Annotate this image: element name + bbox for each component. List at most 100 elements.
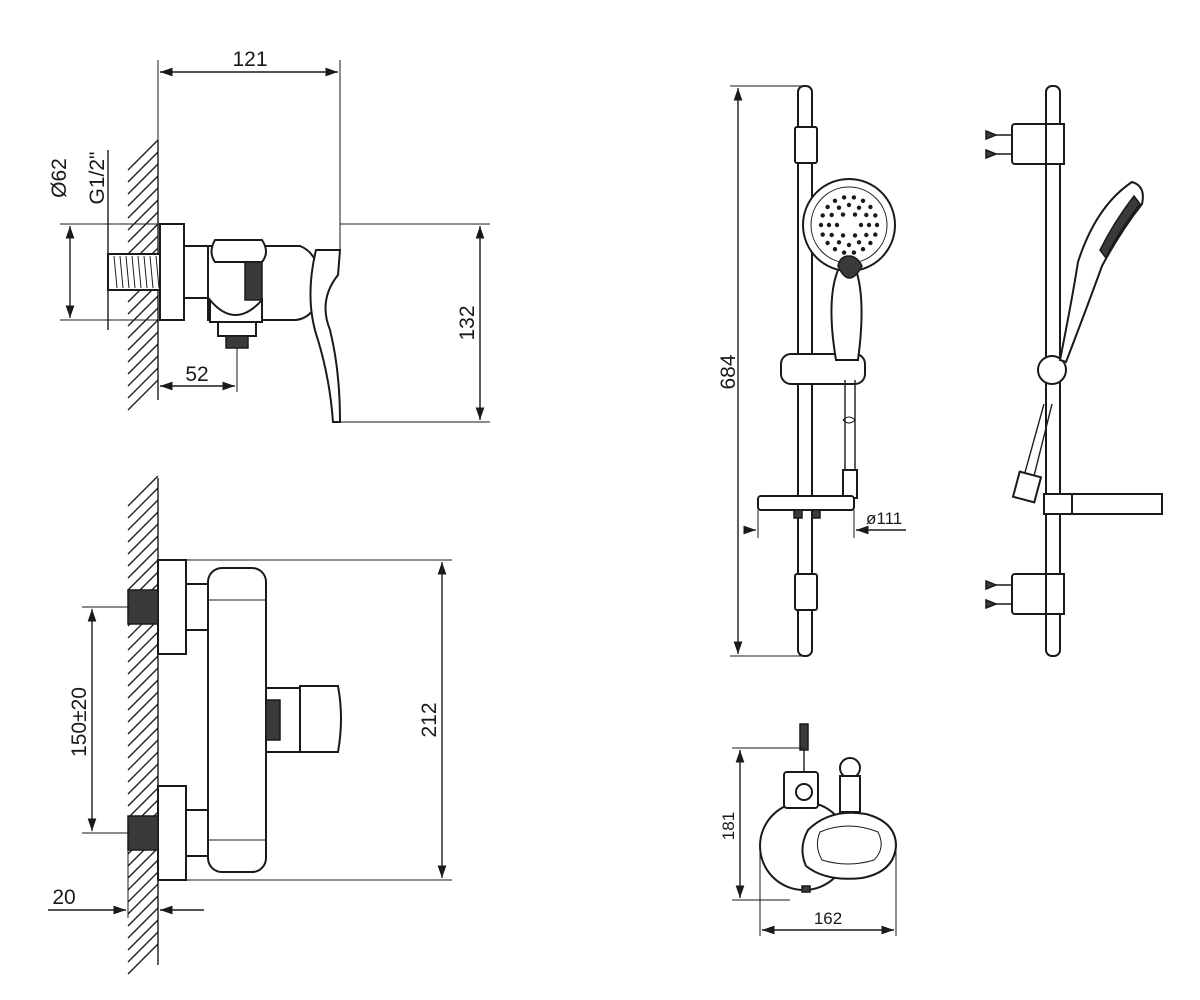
dim-rail-height: 684 [717,354,740,389]
hand-shower [802,178,896,361]
wall-hatch-line [127,367,159,399]
slider-holder [780,353,866,385]
nozzle-dot [820,213,825,218]
wall-hatch-line [127,151,159,183]
wall-hatch-line [127,643,159,675]
wall-hatch-line [127,139,159,171]
nozzle-dot [836,205,842,210]
outlet-thread [225,335,249,349]
dim-inlet-centers: 150±20 [68,687,91,757]
wall-hatch-line [127,907,159,939]
nozzle-dot [836,240,842,245]
wall-hatch-line [127,631,159,663]
nozzle-dot [860,198,866,203]
dim-mixer-height: 132 [456,305,479,340]
mounting-nut [183,245,209,299]
nozzle-dot [832,247,838,252]
nozzle-dot [868,204,873,210]
wall-hatch-line [127,667,159,699]
wall-hatch-line [127,211,159,243]
nozzle-dot [866,222,872,228]
mixer-lever [309,249,342,423]
upper-wall-bracket [794,126,818,164]
wall-hatch-line [127,295,159,327]
wall-section-bottom [127,475,159,975]
nozzle-dot [873,213,878,218]
dim-front-height: 212 [418,702,441,737]
wall-hatch-line [127,535,159,567]
wall-hatch-line [127,931,159,963]
nozzle-dot [868,240,873,246]
wall-hatch-line [127,319,159,351]
nozzle-dot [841,195,847,200]
wall-hatch-line [127,163,159,195]
nozzle-dot [846,202,852,208]
thread-line [143,255,148,289]
wall-hatch-line [127,871,159,903]
wall-hatch-line [127,343,159,375]
dim-escutcheon-diameter: Ø62 [48,158,71,198]
wall-hatch-line [127,331,159,363]
mixer-side-view: 121 Ø62 G1/2" 132 52 [48,48,490,423]
wall-hatch-line [127,715,159,747]
thread-line [119,255,124,289]
wall-hatch-line [127,727,159,759]
shower-set-front-view: 684 ø111 [717,85,906,657]
wall-hatch-line [127,919,159,951]
soap-dish [757,495,855,511]
nozzle-dot [856,240,862,245]
thread-line [125,255,130,289]
wall-hatch-line [127,655,159,687]
mixer-front-view: 150±20 212 20 [48,475,452,975]
nozzle-dot [846,242,852,248]
wall-hatch-line [127,847,159,879]
wall-hatch-line [127,679,159,711]
lower-nut [185,809,209,857]
dim-top-depth: 181 [719,812,738,840]
thread-line [113,255,118,289]
nozzle-dot [825,240,830,246]
dim-top-width: 162 [814,909,842,928]
dim-wall-depth: 20 [52,886,75,909]
thread-line [149,255,154,289]
nozzle-dot [841,250,847,255]
wall-hatch-line [127,775,159,807]
nozzle-dot [874,222,880,228]
upper-escutcheon [157,559,187,655]
wall-hatch-line [127,883,159,915]
nozzle-dot [826,222,832,228]
nozzle-dot [820,232,825,237]
wall-hatch-line [127,487,159,519]
nozzle-dot [832,198,838,203]
nozzle-dot [852,233,858,238]
nozzle-dot [840,212,846,217]
upper-nut [185,583,209,631]
nozzle-dot [834,222,840,228]
shower-set-top-view: 181 162 [719,723,898,936]
thread-line [131,255,136,289]
lower-wall-bracket [794,573,818,611]
dim-dish-diameter: ø111 [866,509,902,528]
nozzle-dot [851,195,857,200]
thread-line [155,255,160,289]
nozzle-dot [873,232,878,237]
nozzle-dot [864,212,869,218]
wall-hatch-line [127,559,159,591]
wall-hatch-line [127,739,159,771]
wall-hatch-line [127,511,159,543]
wall-hatch-line [127,943,159,975]
side-hose [1023,403,1053,477]
wall-hatch-line [127,703,159,735]
nozzle-dot [840,233,846,238]
nozzle-dot [825,204,830,210]
wall-hatch-line [127,751,159,783]
dim-mixer-width: 121 [232,48,267,71]
wall-hatch-line [127,523,159,555]
wall-hatch-line [127,307,159,339]
nozzle-dot [864,232,869,238]
nozzle-dot [829,212,834,218]
thread-line [137,255,142,289]
wall-hatch-line [127,895,159,927]
nozzle-dot [818,222,824,228]
nozzle-dot [829,232,834,238]
